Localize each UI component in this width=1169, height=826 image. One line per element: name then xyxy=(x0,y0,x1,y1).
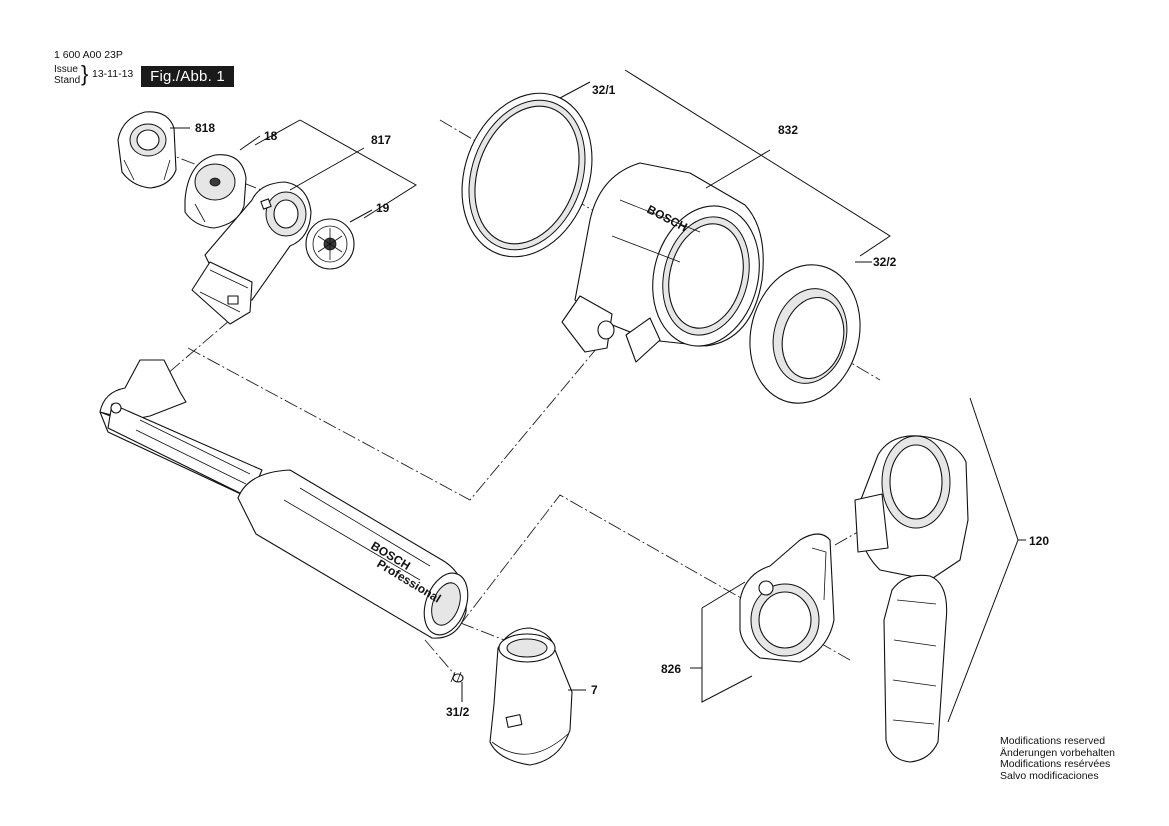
part-826-clamp xyxy=(739,533,835,663)
issue-label: Issue xyxy=(54,64,78,75)
label-7: 7 xyxy=(591,683,598,697)
telescopic-tube: BOSCH Professional xyxy=(99,359,469,639)
note-de: Änderungen vorbehalten xyxy=(1000,746,1116,759)
stand-label: Stand xyxy=(54,75,81,86)
label-18: 18 xyxy=(264,129,278,143)
label-32-2: 32/2 xyxy=(873,255,897,269)
note-es: Salvo modificaciones xyxy=(1000,769,1099,782)
part-817-nozzle-holder xyxy=(191,181,312,325)
part-19-filter-disc xyxy=(305,218,355,270)
label-19: 19 xyxy=(376,201,390,215)
label-31-2: 31/2 xyxy=(446,705,470,719)
leader-32-1 xyxy=(559,81,591,99)
label-826: 826 xyxy=(661,662,681,676)
bracket-832-32-2 xyxy=(624,69,891,257)
leader-18 xyxy=(239,135,261,151)
label-818: 818 xyxy=(195,121,215,135)
figure-label: Fig./Abb. 1 xyxy=(141,66,234,87)
axis-tube-outlet xyxy=(439,614,531,651)
issue-date: 13-11-13 xyxy=(92,68,134,80)
part-120-handle xyxy=(854,435,969,763)
bracket-826 xyxy=(690,581,753,703)
note-en: Modifications reserved xyxy=(1000,735,1106,747)
note-fr: Modifications resérvées xyxy=(1000,758,1111,771)
part-18-seal-cap xyxy=(184,154,247,229)
label-32-1: 32/1 xyxy=(592,83,616,97)
axis-hose-adapter xyxy=(159,319,231,381)
leader-19 xyxy=(349,209,373,223)
label-832: 832 xyxy=(778,123,798,137)
part-832-guard: BOSCH xyxy=(561,162,764,363)
part-7-elbow xyxy=(489,627,573,766)
axis-nozzle-to-guard xyxy=(187,329,613,501)
document-number: 1 600 A00 23P xyxy=(54,49,123,61)
brace-symbol: } xyxy=(81,61,89,86)
part-32-1-ring xyxy=(461,92,593,258)
part-32-2-seal xyxy=(749,264,861,404)
label-817: 817 xyxy=(371,133,391,147)
part-818-end-cap xyxy=(117,111,177,189)
bracket-817-19 xyxy=(254,119,417,219)
modification-notes: Modifications reserved Änderungen vorbeh… xyxy=(1000,735,1116,782)
part-31-2-screw xyxy=(450,671,464,683)
bracket-120 xyxy=(947,397,1026,723)
axis-screw xyxy=(424,639,456,676)
label-120: 120 xyxy=(1029,534,1049,548)
